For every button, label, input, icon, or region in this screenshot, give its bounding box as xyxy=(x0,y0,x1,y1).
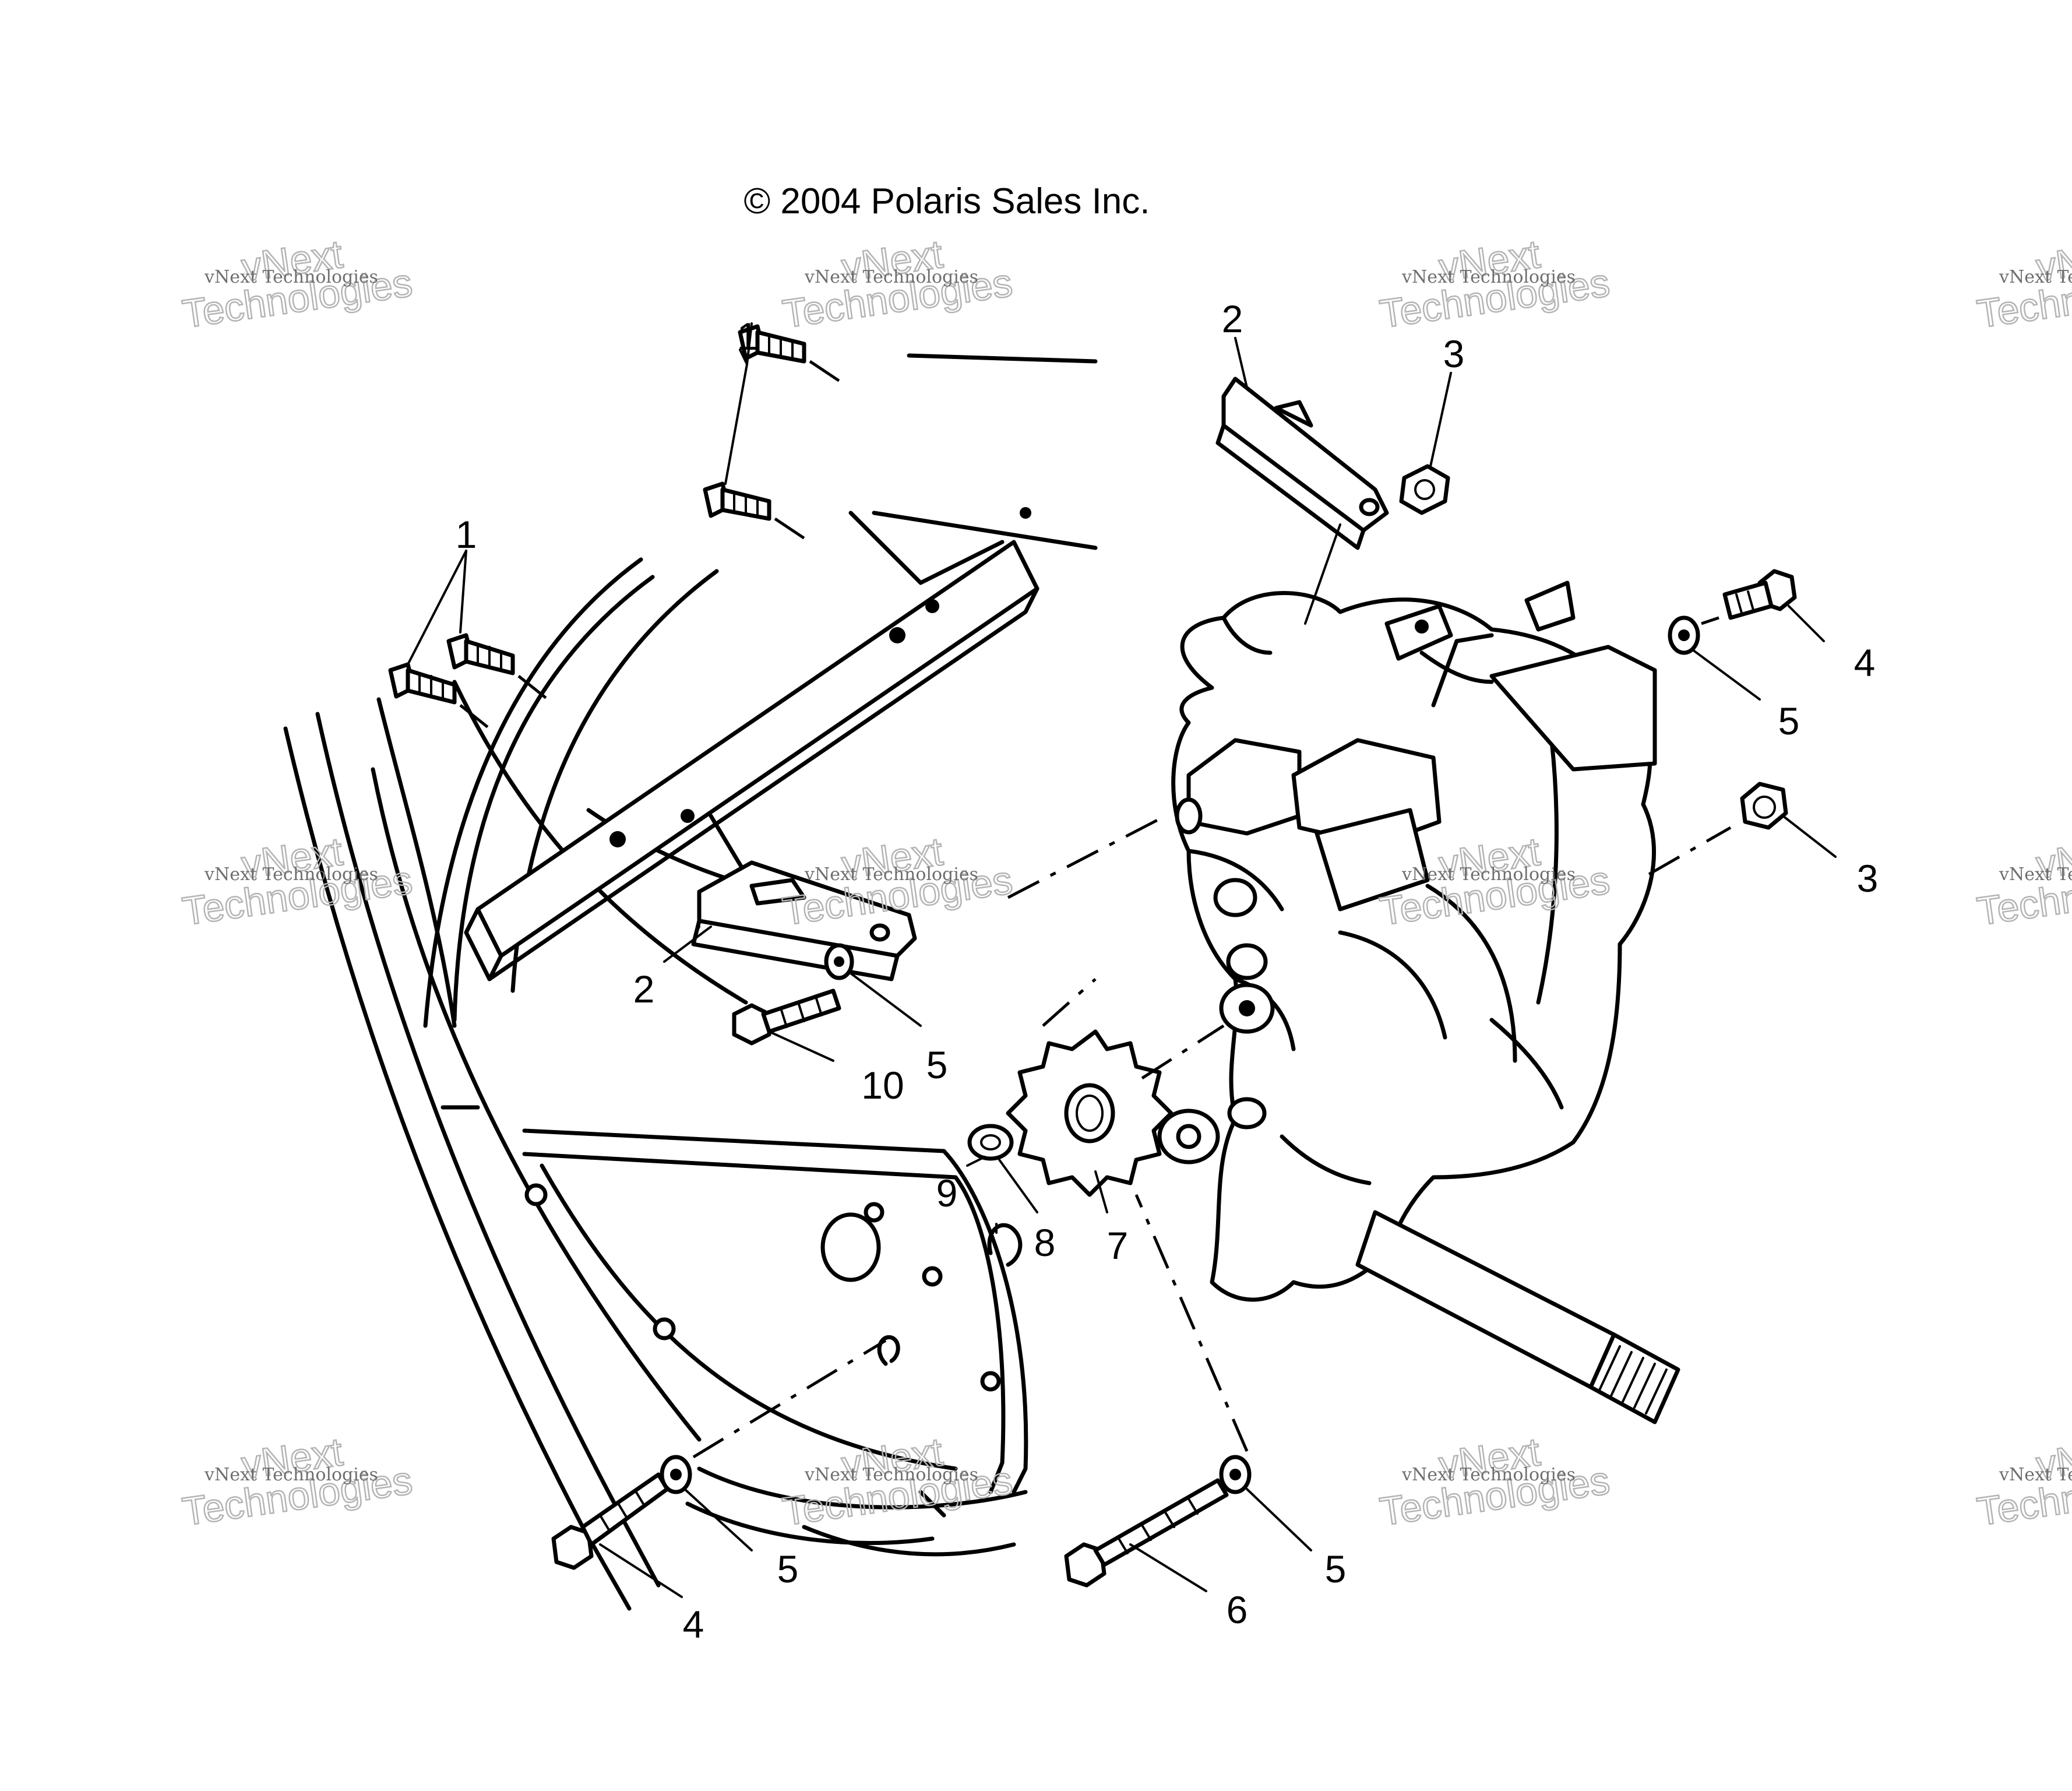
hex-nut-icon xyxy=(1740,782,1788,830)
callout-part-3: 3 xyxy=(1443,332,1465,375)
copyright-text: © 2004 Polaris Sales Inc. xyxy=(743,181,1150,221)
svg-text:vNext Technologies: vNext Technologies xyxy=(1401,1465,1576,1485)
callout-part-5: 5 xyxy=(926,1043,948,1086)
callout-part-10: 10 xyxy=(861,1064,904,1107)
lock-washer-icon xyxy=(660,1455,692,1494)
svg-text:vNext Technologies: vNext Technologies xyxy=(804,864,978,885)
callout-part-8: 8 xyxy=(1034,1221,1056,1264)
callout-part-2: 2 xyxy=(1222,297,1243,340)
lock-washer-icon xyxy=(967,1124,1014,1161)
svg-text:vNext Technologies: vNext Technologies xyxy=(1999,1465,2072,1485)
callout-part-4: 4 xyxy=(683,1603,704,1646)
callout-part-3: 3 xyxy=(1857,857,1879,900)
hex-bolt-icon xyxy=(551,1472,669,1570)
lock-washer-icon xyxy=(824,943,854,980)
svg-text:vNext Technologies: vNext Technologies xyxy=(1999,267,2072,287)
hex-nut-icon xyxy=(1399,464,1450,515)
sprocket-icon xyxy=(1006,1029,1174,1197)
callout-part-4: 4 xyxy=(1854,641,1876,684)
callout-part-1: 1 xyxy=(456,513,477,556)
svg-text:vNext Technologies: vNext Technologies xyxy=(1401,864,1576,885)
callout-part-5: 5 xyxy=(1325,1547,1347,1591)
callout-labels: 1 1 2 2 3 3 4 4 5 5 5 5 6 7 8 9 10 xyxy=(456,297,1879,1646)
mount-bracket-lower xyxy=(691,860,917,981)
callout-part-2: 2 xyxy=(633,967,655,1011)
hex-bolt-icon xyxy=(1722,569,1797,620)
mount-bracket-upper xyxy=(1215,377,1389,550)
svg-text:vNext Technologies: vNext Technologies xyxy=(804,267,978,287)
callout-part-7: 7 xyxy=(1107,1224,1129,1267)
hex-bolt-icon xyxy=(703,481,771,521)
hex-bolt-icon xyxy=(446,633,515,675)
svg-text:vNext Technologies: vNext Technologies xyxy=(1401,267,1576,287)
transmission-gearcase xyxy=(1157,580,1680,1424)
svg-text:vNext Technologies: vNext Technologies xyxy=(804,1465,978,1485)
hex-bolt-icon xyxy=(388,662,457,705)
svg-text:vNext Technologies: vNext Technologies xyxy=(1999,864,2072,885)
svg-text:vNext Technologies: vNext Technologies xyxy=(204,864,378,885)
callout-part-9: 9 xyxy=(936,1171,958,1215)
lock-washer-icon xyxy=(1668,615,1700,655)
svg-text:vNext Technologies: vNext Technologies xyxy=(204,1465,378,1485)
chassis-frame xyxy=(283,353,1098,1611)
hex-bolt-icon xyxy=(1064,1478,1229,1588)
callout-part-6: 6 xyxy=(1227,1588,1248,1631)
callout-part-5: 5 xyxy=(777,1547,799,1591)
callout-part-5: 5 xyxy=(1778,699,1800,743)
retaining-clip-icon xyxy=(877,1335,900,1366)
hex-bolt-icon xyxy=(732,988,841,1046)
retaining-clip-icon xyxy=(987,1223,1023,1267)
callout-part-1: 1 xyxy=(737,315,759,358)
lock-washer-icon xyxy=(1219,1455,1252,1494)
leader-lines xyxy=(407,322,1837,1598)
svg-text:vNext Technologies: vNext Technologies xyxy=(204,267,378,287)
